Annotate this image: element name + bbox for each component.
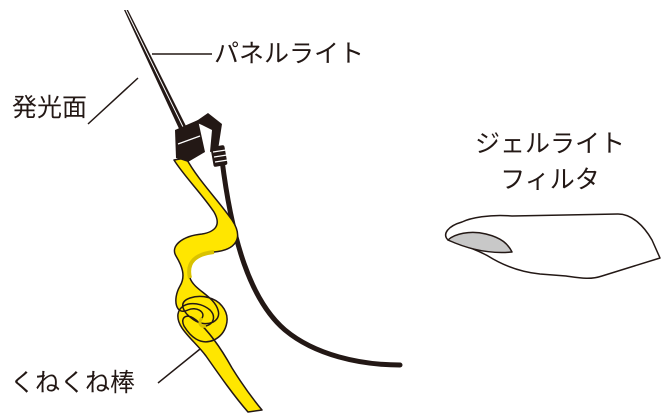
cable — [219, 157, 403, 368]
leader-line-emitting-surface — [87, 77, 139, 125]
label-panel-light: パネルライト — [214, 39, 365, 68]
label-gel-filter-line2: フィルタ — [500, 165, 600, 194]
panel-light — [124, 9, 188, 133]
gel-filter — [444, 213, 661, 280]
label-gel-filter: ジェルライト フィルタ — [470, 126, 630, 198]
connector — [195, 113, 229, 167]
label-emitting-surface: 発光面 — [12, 93, 88, 122]
stick-grip — [175, 120, 205, 162]
label-flex-stick: くねくね棒 — [10, 368, 136, 397]
flex-stick — [173, 157, 263, 413]
label-gel-filter-line1: ジェルライト — [474, 129, 625, 158]
leader-line-flex-stick — [157, 344, 206, 384]
